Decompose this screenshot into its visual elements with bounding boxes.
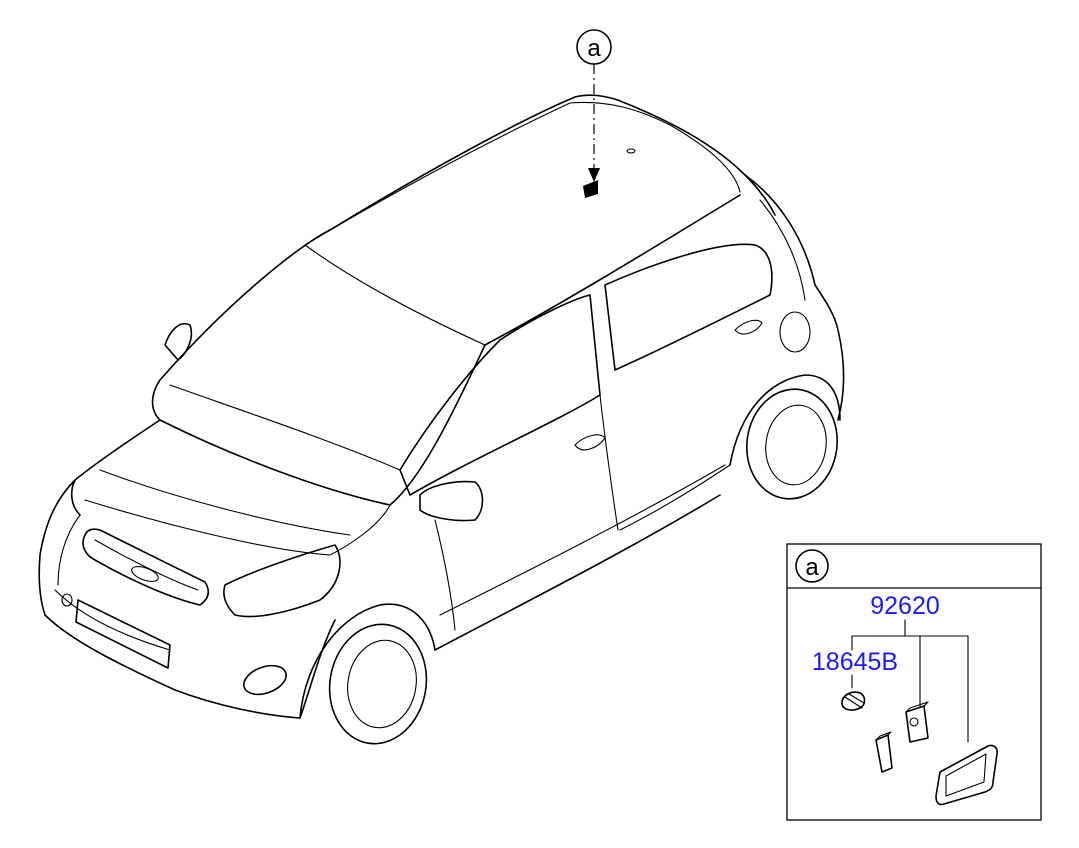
part-number-18645B[interactable]: 18645B [812,648,898,676]
inset-frame [786,543,1042,821]
roof-callout: a [576,29,612,198]
part-leader-lines [851,619,969,743]
bulb-part [841,691,866,711]
detail-inset: a 92620 18645B [786,543,1042,821]
socket-part [905,701,929,743]
car-illustration [38,94,845,745]
inset-callout-label: a [805,554,819,581]
inset-callout-circle [795,549,829,583]
callout-label: a [587,35,601,62]
room-lamp-marker [583,180,598,198]
part-number-92620[interactable]: 92620 [870,592,940,620]
lamp-lens-part [935,744,998,806]
leader-arrow [588,168,600,182]
lens-clip-part [875,731,893,773]
